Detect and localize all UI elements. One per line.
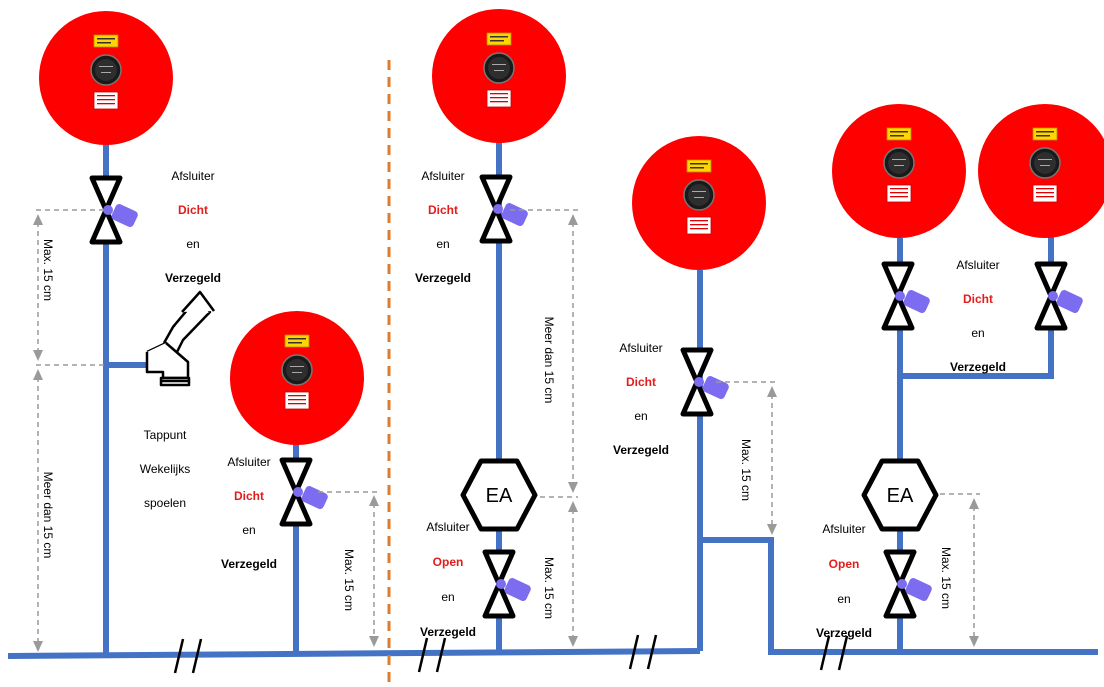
svg-text:Afsluiter: Afsluiter — [956, 258, 999, 272]
gate-valve-icon — [886, 552, 933, 616]
svg-text:en: en — [837, 592, 850, 606]
valve-status-label: Afsluiter Dicht en Verzegeld — [415, 169, 471, 285]
sprinkler-tank-icon — [977, 103, 1104, 239]
svg-text:en: en — [634, 409, 647, 423]
gate-valve-icon — [1037, 264, 1084, 328]
svg-text:en: en — [436, 237, 449, 251]
valve-status-label: Afsluiter Open en Verzegeld — [816, 522, 872, 640]
svg-text:Tappunt: Tappunt — [144, 428, 187, 442]
svg-text:Dicht: Dicht — [428, 203, 458, 217]
svg-text:Verzegeld: Verzegeld — [420, 625, 476, 639]
svg-text:Open: Open — [829, 557, 860, 571]
dimension-max-15: Max. 15 cm — [939, 547, 953, 609]
sprinkler-tank-icon — [229, 310, 365, 446]
valve-status-label: Afsluiter Dicht en Verzegeld — [613, 341, 669, 457]
svg-text:en: en — [242, 523, 255, 537]
svg-text:Wekelijks: Wekelijks — [140, 462, 190, 476]
svg-text:Dicht: Dicht — [963, 292, 993, 306]
svg-text:spoelen: spoelen — [144, 496, 186, 510]
svg-text:Verzegeld: Verzegeld — [415, 271, 471, 285]
svg-text:Afsluiter: Afsluiter — [171, 169, 214, 183]
valve-status-label: Afsluiter Dicht en Verzegeld — [165, 169, 221, 285]
svg-text:Verzegeld: Verzegeld — [165, 271, 221, 285]
svg-text:en: en — [441, 590, 454, 604]
dimension-lines — [33, 209, 980, 652]
tap-point-label: Tappunt Wekelijks spoelen — [140, 428, 190, 510]
svg-text:Dicht: Dicht — [234, 489, 264, 503]
svg-text:en: en — [186, 237, 199, 251]
tap-point-icon — [145, 290, 216, 387]
dimension-more-15: Meer dan 15 cm — [542, 317, 556, 404]
svg-text:Afsluiter: Afsluiter — [421, 169, 464, 183]
sprinkler-tank-icon — [431, 8, 567, 144]
svg-text:Dicht: Dicht — [626, 375, 656, 389]
dimension-max-15: Max. 15 cm — [739, 439, 753, 501]
gate-valve-icon — [683, 350, 730, 414]
svg-text:Afsluiter: Afsluiter — [619, 341, 662, 355]
valve-status-label: Afsluiter Open en Verzegeld — [420, 520, 476, 639]
ea-check-valve-icon: EA — [460, 458, 538, 532]
svg-text:Afsluiter: Afsluiter — [426, 520, 469, 534]
svg-text:en: en — [971, 326, 984, 340]
sprinkler-tank-icon — [631, 135, 767, 271]
svg-text:Verzegeld: Verzegeld — [950, 360, 1006, 374]
valve-status-label: Afsluiter Dicht en Verzegeld — [950, 258, 1006, 374]
gate-valve-icon — [485, 552, 532, 616]
ea-label: EA — [887, 485, 914, 507]
svg-text:Verzegeld: Verzegeld — [221, 557, 277, 571]
sprinkler-tank-icon — [38, 10, 174, 146]
svg-text:Verzegeld: Verzegeld — [816, 626, 872, 640]
svg-text:Afsluiter: Afsluiter — [822, 522, 865, 536]
gate-valve-icon — [884, 264, 931, 328]
svg-text:Dicht: Dicht — [178, 203, 208, 217]
sprinkler-tank-icon — [831, 103, 967, 239]
dimension-more-15: Meer dan 15 cm — [41, 472, 55, 559]
svg-text:Afsluiter: Afsluiter — [227, 455, 270, 469]
dimension-max-15: Max. 15 cm — [41, 239, 55, 301]
gate-valve-icon — [482, 177, 529, 241]
dimension-max-15: Max. 15 cm — [342, 549, 356, 611]
svg-text:Open: Open — [433, 555, 464, 569]
dimension-max-15: Max. 15 cm — [542, 557, 556, 619]
svg-text:Verzegeld: Verzegeld — [613, 443, 669, 457]
ea-check-valve-icon: EA — [861, 458, 939, 532]
valve-status-label: Afsluiter Dicht en Verzegeld — [221, 455, 277, 571]
ea-label: EA — [486, 485, 513, 507]
